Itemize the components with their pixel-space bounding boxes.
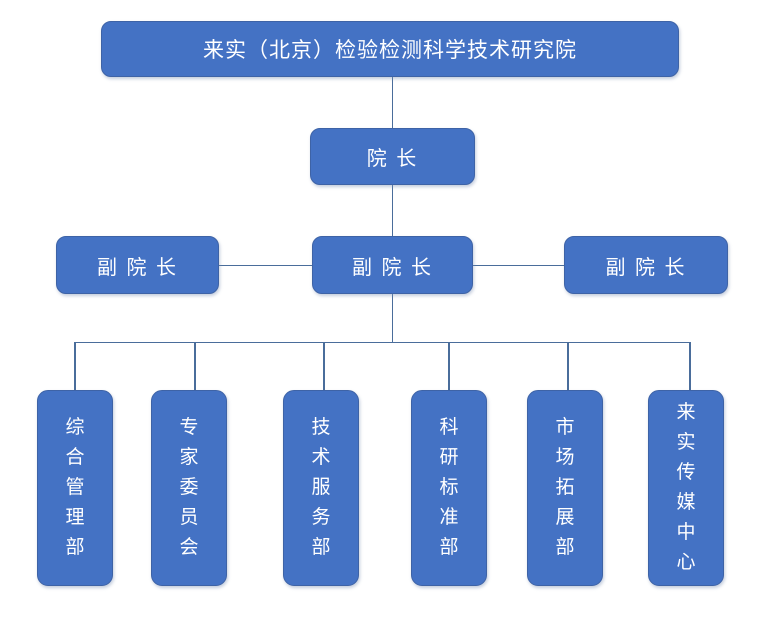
org-box-president: 院 长 [310, 128, 475, 185]
connector-drop-dept-1 [74, 342, 76, 390]
dept-label: 来实传媒中心 [676, 402, 696, 573]
connector-root-to-president [391, 77, 393, 128]
vice-president-label: 副 院 长 [605, 256, 687, 279]
dept-label: 技术服务部 [311, 417, 331, 558]
connector-drop-dept-6 [689, 342, 691, 390]
dept-label: 科研标准部 [439, 417, 459, 558]
org-box-institute: 来实（北京）检验检测科学技术研究院 [101, 21, 679, 77]
org-box-dept-media-center: 来实传媒中心 [648, 390, 724, 586]
connector-president-to-vp [391, 185, 393, 236]
president-label: 院 长 [366, 148, 419, 170]
institute-label: 来实（北京）检验检测科学技术研究院 [203, 39, 577, 62]
org-box-dept-comprehensive-management: 综合管理部 [37, 390, 113, 586]
org-box-dept-research-standards: 科研标准部 [411, 390, 487, 586]
dept-label: 市场拓展部 [555, 417, 575, 558]
connector-drop-dept-2 [194, 342, 196, 390]
connector-vp-left [219, 264, 312, 266]
connector-vp-to-bus [391, 294, 393, 342]
connector-bus-line [74, 341, 690, 343]
org-box-vice-president-center: 副 院 长 [312, 236, 473, 294]
connector-drop-dept-4 [448, 342, 450, 390]
connector-drop-dept-3 [323, 342, 325, 390]
connector-vp-right [473, 264, 564, 266]
org-box-dept-expert-committee: 专家委员会 [151, 390, 227, 586]
vice-president-label: 副 院 长 [351, 256, 434, 279]
connector-drop-dept-5 [567, 342, 569, 390]
dept-label: 综合管理部 [65, 417, 85, 558]
dept-label: 专家委员会 [179, 417, 199, 558]
org-box-dept-market-expansion: 市场拓展部 [527, 390, 603, 586]
org-box-vice-president-right: 副 院 长 [564, 236, 728, 294]
org-box-dept-technical-service: 技术服务部 [283, 390, 359, 586]
org-box-vice-president-left: 副 院 长 [56, 236, 219, 294]
vice-president-label: 副 院 长 [96, 256, 179, 279]
